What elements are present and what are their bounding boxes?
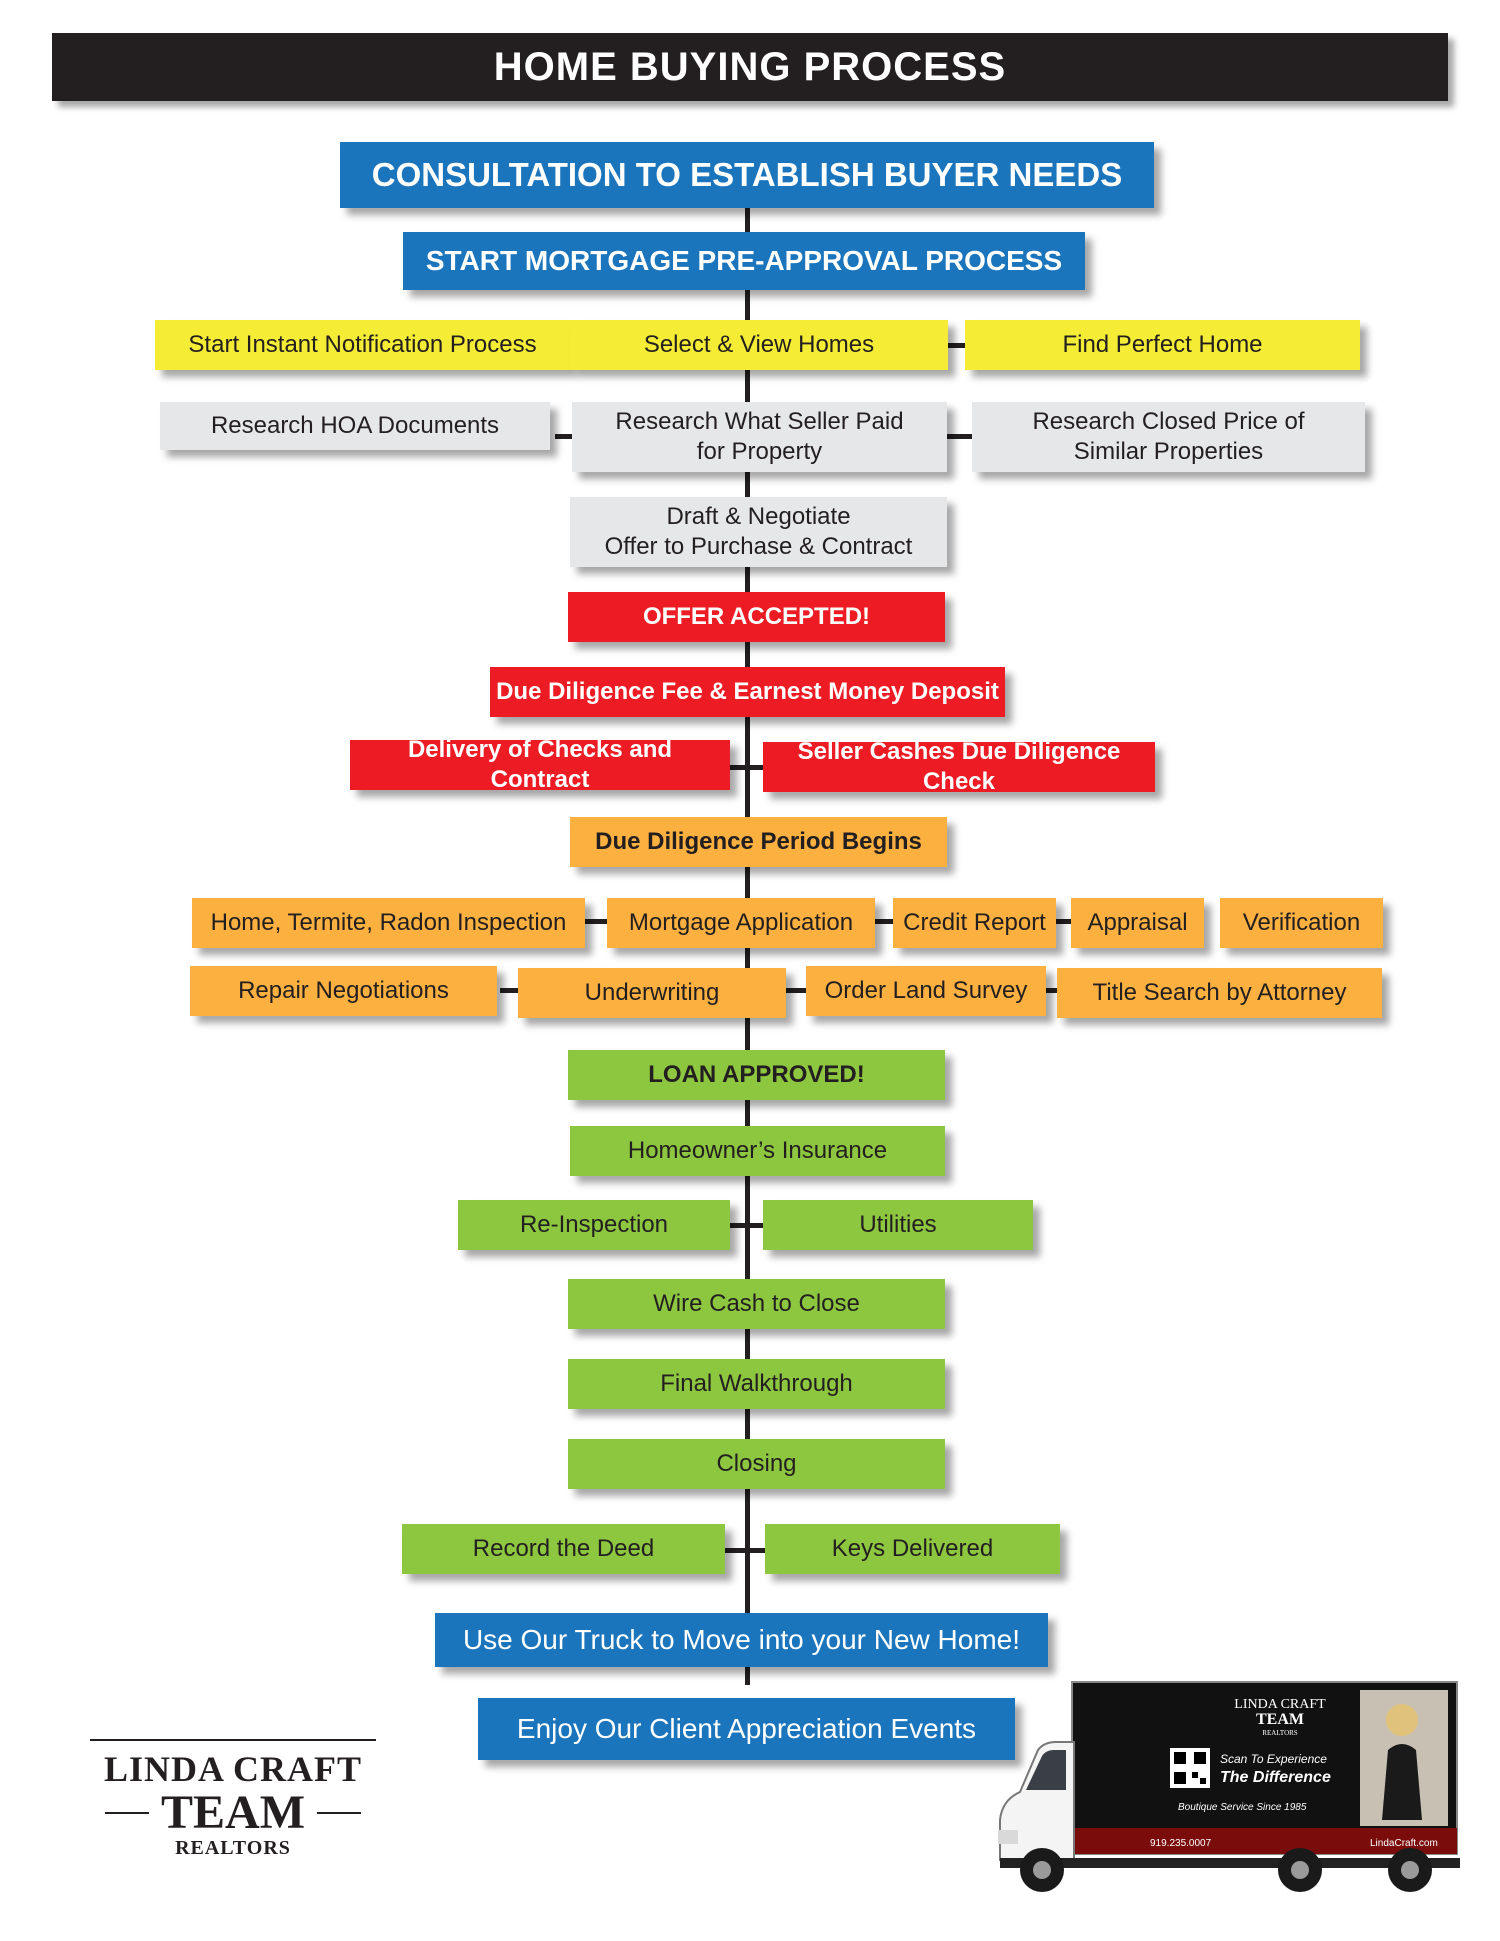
page-title: HOME BUYING PROCESS [52,33,1448,101]
step-loan-approved: LOAN APPROVED! [568,1050,945,1100]
step-title-search: Title Search by Attorney [1057,968,1382,1018]
step-mortgage-preapproval: START MORTGAGE PRE-APPROVAL PROCESS [403,232,1085,290]
truck-brand-line3: REALTORS [1262,1729,1298,1737]
step-order-land-survey: Order Land Survey [806,966,1046,1016]
step-closing: Closing [568,1439,945,1489]
step-truck-move: Use Our Truck to Move into your New Home… [435,1613,1048,1667]
step-draft-negotiate: Draft & Negotiate Offer to Purchase & Co… [570,497,947,567]
step-record-deed: Record the Deed [402,1524,725,1574]
logo-line1: LINDA CRAFT [103,1749,363,1789]
step-research-seller-paid: Research What Seller Paid for Property [572,402,947,472]
moving-truck-image: LINDA CRAFT TEAM REALTORS Scan To Experi… [998,1681,1460,1892]
truck-scan-text: Scan To Experience [1220,1752,1327,1766]
draft-offer-line1: Draft & Negotiate [666,503,851,530]
truck-brand-line1: LINDA CRAFT [1234,1697,1326,1712]
draft-offer-line2: Offer to Purchase & Contract [604,533,913,560]
research-seller-paid-line1: Research What Seller Paid [615,408,904,435]
step-due-diligence-period: Due Diligence Period Begins [570,817,947,867]
step-client-events: Enjoy Our Client Appreciation Events [478,1698,1015,1760]
step-appraisal: Appraisal [1071,898,1204,948]
logo-rule [90,1739,376,1741]
step-reinspection: Re-Inspection [458,1200,730,1250]
truck-phone-text: 919.235.0007 [1150,1838,1212,1849]
step-research-hoa: Research HOA Documents [160,402,550,450]
step-select-view-homes: Select & View Homes [570,320,948,370]
step-keys-delivered: Keys Delivered [765,1524,1060,1574]
step-mortgage-application: Mortgage Application [607,898,875,948]
step-instant-notification: Start Instant Notification Process [155,320,570,370]
step-final-walkthrough: Final Walkthrough [568,1359,945,1409]
connector-row-green-1 [730,1223,765,1228]
research-closed-line1: Research Closed Price of [1032,408,1305,435]
step-credit-report: Credit Report [893,898,1056,948]
brand-logo: LINDA CRAFT TEAM REALTORS [90,1739,376,1860]
step-due-diligence-fee: Due Diligence Fee & Earnest Money Deposi… [490,667,1005,717]
step-offer-accepted: OFFER ACCEPTED! [568,592,945,642]
truck-since-text: Boutique Service Since 1985 [1178,1802,1307,1813]
truck-brand-line2: TEAM [1256,1711,1304,1728]
step-find-perfect-home: Find Perfect Home [965,320,1360,370]
logo-line3: REALTORS [175,1837,291,1859]
truck-site-text: LindaCraft.com [1370,1838,1438,1849]
logo-line2: TEAM [161,1786,305,1839]
step-verification: Verification [1220,898,1383,948]
connector-row-green-2 [725,1548,765,1553]
connector-row-red [730,765,765,770]
step-seller-cashes-check: Seller Cashes Due Diligence Check [763,738,1155,795]
step-consultation: CONSULTATION TO ESTABLISH BUYER NEEDS [340,142,1154,208]
step-home-inspection: Home, Termite, Radon Inspection [192,898,585,948]
step-underwriting: Underwriting [518,968,786,1018]
truck-difference-text: The Difference [1220,1769,1331,1786]
logo-dash-right [317,1812,361,1814]
research-closed-line2: Similar Properties [1073,438,1264,465]
step-utilities: Utilities [763,1200,1033,1250]
step-research-closed-price: Research Closed Price of Similar Propert… [972,402,1365,472]
step-repair-negotiations: Repair Negotiations [190,966,497,1016]
logo-dash-left [105,1812,149,1814]
step-homeowners-insurance: Homeowner’s Insurance [570,1126,945,1176]
step-delivery-checks: Delivery of Checks and Contract [350,736,730,793]
step-wire-cash: Wire Cash to Close [568,1279,945,1329]
research-seller-paid-line2: for Property [696,438,823,465]
